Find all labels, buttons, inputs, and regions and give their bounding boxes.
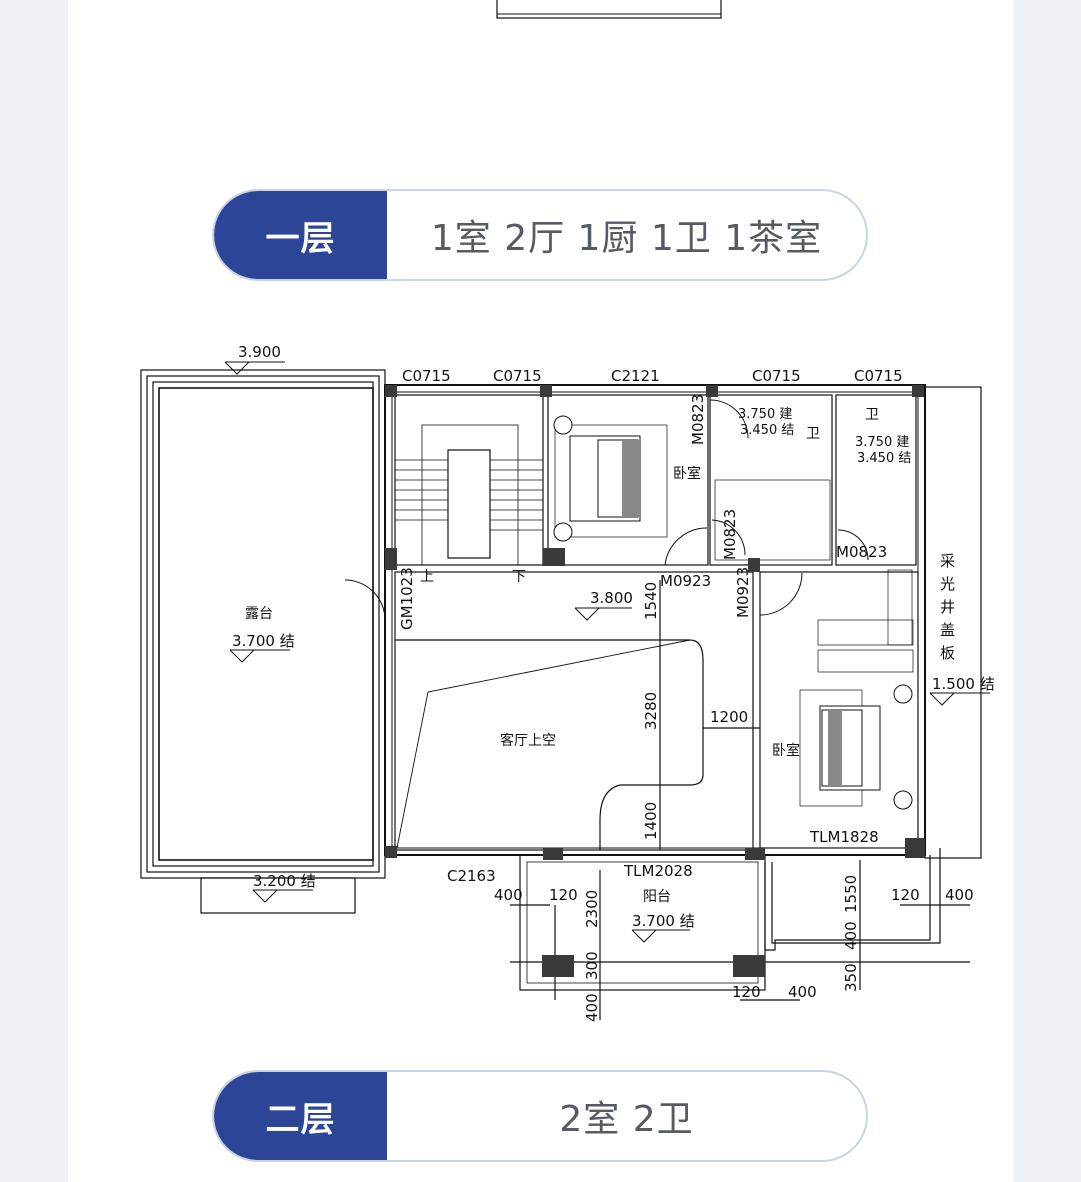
floor2-label: 二层 — [214, 1072, 387, 1160]
dimension-label: 120 — [891, 886, 920, 904]
dimension-label: 1550 — [842, 875, 860, 913]
window-label: C2121 — [611, 367, 660, 385]
balcony-label: 阳台 — [643, 889, 671, 905]
dimension-label: 400 — [494, 886, 523, 904]
dimension-label: 400 — [583, 993, 601, 1022]
level-mark: 3.450 结 — [740, 423, 794, 438]
door-label: GM1023 — [398, 567, 416, 630]
dimension-label: 120 — [732, 983, 761, 1001]
void-label: 客厅上空 — [500, 732, 556, 749]
dimension-label: 1200 — [710, 708, 748, 726]
lightwell-char: 采 — [940, 552, 955, 570]
window-label: C2163 — [447, 867, 496, 885]
level-mark: 3.900 — [238, 343, 281, 361]
dimension-label: 400 — [945, 886, 974, 904]
window-label: C0715 — [752, 367, 801, 385]
floor1-label: 一层 — [214, 191, 387, 279]
bedroom1-label: 卧室 — [673, 465, 701, 482]
floor2-banner: 二层 2室 2卫 — [212, 1070, 868, 1162]
terrace-label: 露台 — [245, 606, 273, 622]
level-mark: 3.700 结 — [632, 912, 695, 930]
stair-down-label: 下 — [512, 569, 526, 585]
level-mark: 3.450 结 — [857, 451, 911, 466]
stair-up-label: 上 — [420, 569, 434, 585]
window-label: C0715 — [402, 367, 451, 385]
dimension-label: 1400 — [642, 802, 660, 840]
window-label: C0715 — [493, 367, 542, 385]
door-label: M0923 — [660, 572, 711, 590]
floor1-banner: 一层 1室 2厅 1厨 1卫 1茶室 — [212, 189, 868, 281]
dimension-label: 350 — [842, 963, 860, 992]
lightwell-char: 板 — [940, 644, 955, 662]
lightwell-char: 盖 — [940, 621, 955, 639]
dimension-label: 2300 — [583, 890, 601, 928]
level-mark: 3.700 结 — [232, 632, 295, 650]
floor2-rooms: 2室 2卫 — [559, 1099, 694, 1140]
floor1-rooms: 1室 2厅 1厨 1卫 1茶室 — [430, 218, 823, 259]
window-label: C0715 — [854, 367, 903, 385]
level-mark: 3.750 建 — [855, 435, 909, 450]
lightwell-char: 井 — [940, 598, 955, 616]
dimension-label: 120 — [549, 886, 578, 904]
level-mark: 3.800 — [590, 589, 633, 607]
floor-plan-top-stub — [496, 0, 722, 19]
bath2-label: 卫 — [865, 407, 879, 423]
dimension-label: 400 — [788, 983, 817, 1001]
level-mark: 1.500 结 — [932, 675, 995, 693]
door-label: TLM1828 — [809, 828, 879, 846]
floor-plan: C0715 C0715 C2121 C0715 C0715 C2163 M082… — [140, 343, 995, 1022]
level-mark: 3.200 结 — [253, 872, 316, 890]
bath1-label: 卫 — [806, 426, 820, 442]
lightwell-char: 光 — [940, 575, 955, 593]
door-label: M0923 — [734, 567, 752, 618]
bedroom2-label: 卧室 — [772, 742, 800, 759]
dimension-label: 3280 — [642, 692, 660, 730]
dimension-label: 400 — [842, 921, 860, 950]
door-label: M0823 — [721, 509, 739, 560]
door-label: TLM2028 — [623, 862, 693, 880]
dimension-label: 300 — [583, 951, 601, 980]
dimension-label: 1540 — [642, 582, 660, 620]
level-mark: 3.750 建 — [738, 407, 792, 422]
door-label: M0823 — [836, 543, 887, 561]
door-label: M0823 — [689, 394, 707, 445]
